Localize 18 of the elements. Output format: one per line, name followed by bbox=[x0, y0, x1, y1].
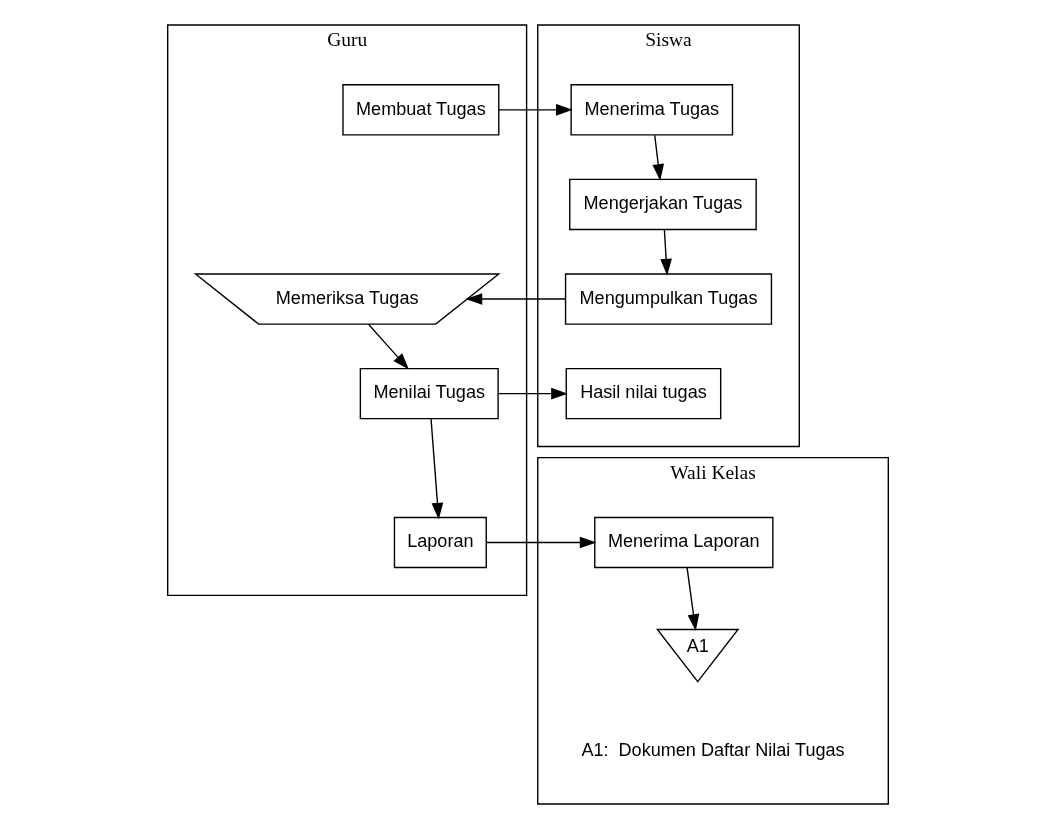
arrow bbox=[685, 567, 699, 631]
node-box: Mengumpulkan Tugas bbox=[564, 273, 772, 325]
node-box: Menerima Tugas bbox=[569, 84, 733, 136]
arrow bbox=[429, 418, 443, 520]
node-label: A1: Dokumen Daftar Nilai Tugas bbox=[580, 739, 845, 760]
arrow bbox=[485, 536, 596, 549]
node-box: Membuat Tugas bbox=[341, 84, 499, 136]
arrow bbox=[651, 134, 664, 181]
node-box: Menerima Laporan bbox=[593, 516, 774, 569]
arrow bbox=[465, 293, 566, 305]
node-box: Laporan bbox=[393, 516, 487, 569]
arrow bbox=[497, 104, 573, 116]
arrow bbox=[497, 387, 568, 400]
node-box: Menilai Tugas bbox=[359, 367, 499, 420]
arrow bbox=[367, 323, 409, 370]
node-box: Hasil nilai tugas bbox=[565, 367, 721, 420]
node-box: Mengerjakan Tugas bbox=[568, 178, 757, 231]
arrow bbox=[659, 229, 672, 276]
